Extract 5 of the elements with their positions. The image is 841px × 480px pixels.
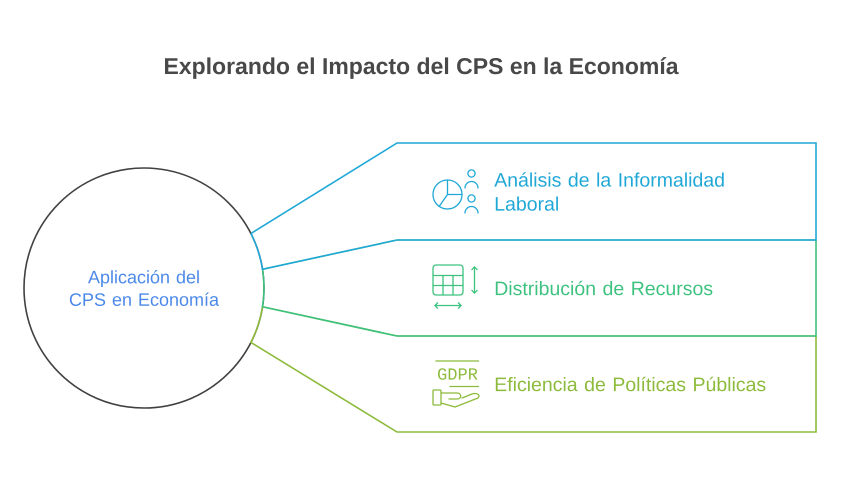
title: Explorando el Impacto del CPS en la Economía [165, 57, 679, 79]
segment-box: Distribución de Recursos [262, 239, 817, 337]
icon-label: GDPR [438, 368, 478, 380]
circle-node: Aplicación del CPS en Economía [23, 167, 265, 409]
segment-box: Análisis de la Informalidad Laboral [250, 142, 817, 270]
